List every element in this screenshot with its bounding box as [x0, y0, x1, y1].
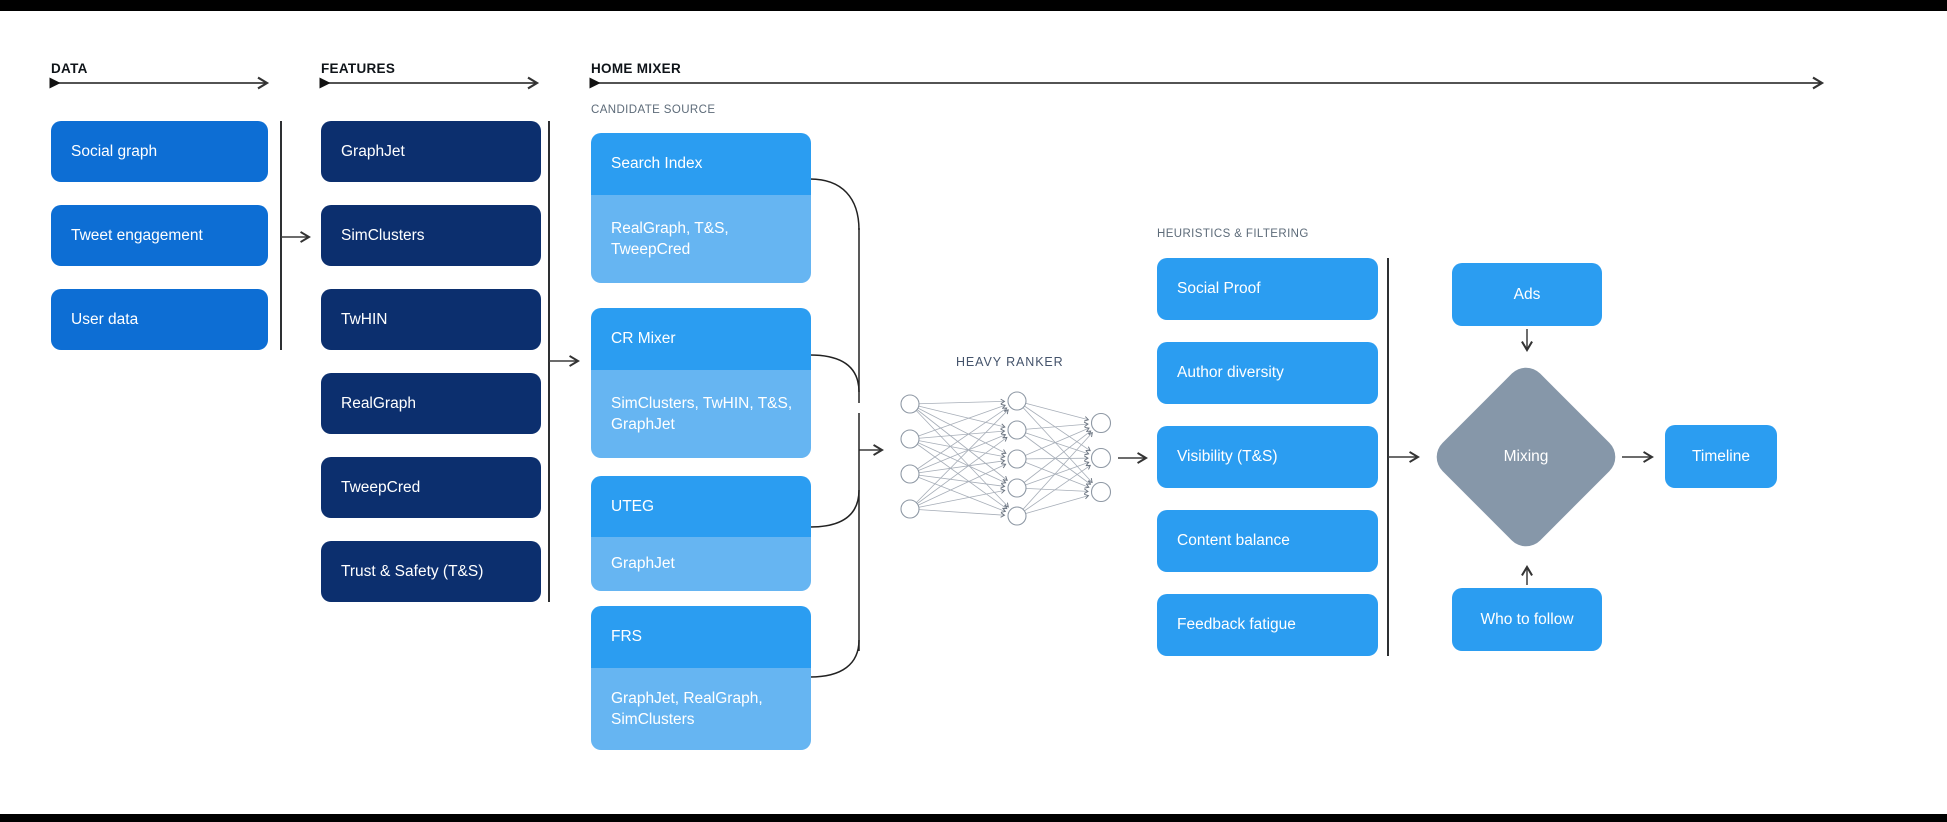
- box-label: Visibility (T&S): [1177, 448, 1278, 465]
- candidate-uses: GraphJet, RealGraph, SimClusters: [611, 689, 763, 728]
- feature-box-trust-safety: Trust & Safety (T&S): [321, 541, 541, 602]
- box-label: GraphJet: [341, 142, 405, 160]
- feature-box-simclusters: SimClusters: [321, 205, 541, 266]
- heuristic-box-visibility: Visibility (T&S): [1157, 426, 1378, 488]
- box-label: Tweet engagement: [71, 226, 203, 244]
- candidate-header: Search Index: [591, 133, 811, 195]
- candidate-sub: RealGraph, T&S, TweepCred: [591, 195, 811, 283]
- data-box-user-data: User data: [51, 289, 268, 350]
- data-box-social-graph: Social graph: [51, 121, 268, 182]
- box-label: Mixing: [1503, 448, 1549, 465]
- box-label: Trust & Safety (T&S): [341, 562, 484, 580]
- heuristic-box-social-proof: Social Proof: [1157, 258, 1378, 320]
- box-label: Ads: [1513, 285, 1541, 303]
- heuristic-box-content-balance: Content balance: [1157, 510, 1378, 572]
- bottom-black-bar: [0, 814, 1947, 822]
- box-label: TwHIN: [341, 310, 388, 328]
- ads-box: Ads: [1452, 263, 1602, 326]
- box-label: User data: [71, 310, 139, 328]
- feature-box-realgraph: RealGraph: [321, 373, 541, 434]
- candidate-name: CR Mixer: [611, 330, 676, 347]
- box-label: Who to follow: [1480, 610, 1574, 628]
- heuristic-box-feedback-fatigue: Feedback fatigue: [1157, 594, 1378, 656]
- heavy-ranker-label: HEAVY RANKER: [956, 355, 1064, 369]
- frs-connector: [809, 639, 860, 678]
- candidate-group-cr-mixer: CR Mixer SimClusters, TwHIN, T&S, GraphJ…: [591, 308, 811, 458]
- mixing-diamond: Mixing: [1428, 359, 1624, 555]
- uteg-connector: [809, 489, 860, 528]
- feature-box-graphjet: GraphJet: [321, 121, 541, 182]
- box-label: RealGraph: [341, 394, 416, 412]
- candidate-group-frs: FRS GraphJet, RealGraph, SimClusters: [591, 606, 811, 750]
- candidate-header: FRS: [591, 606, 811, 668]
- who-to-follow-box: Who to follow: [1452, 588, 1602, 651]
- candidate-header: CR Mixer: [591, 308, 811, 370]
- box-label: Author diversity: [1177, 364, 1284, 381]
- box-label: Social graph: [71, 142, 158, 160]
- box-label: TweepCred: [341, 478, 421, 496]
- heavy-ranker-network: [900, 391, 1112, 526]
- candidate-group-search-index: Search Index RealGraph, T&S, TweepCred: [591, 133, 811, 283]
- candidate-header: UTEG: [591, 476, 811, 537]
- heuristic-box-author-diversity: Author diversity: [1157, 342, 1378, 404]
- box-label: Social Proof: [1177, 280, 1261, 297]
- data-column-header: DATA: [51, 61, 88, 76]
- candidate-name: FRS: [611, 628, 642, 645]
- candidate-group-uteg: UTEG GraphJet: [591, 476, 811, 591]
- feature-box-twhin: TwHIN: [321, 289, 541, 350]
- box-label: Timeline: [1692, 447, 1750, 465]
- box-label: Feedback fatigue: [1177, 616, 1296, 633]
- candidate-uses: GraphJet: [611, 555, 675, 573]
- cr-mixer-connector: [809, 354, 860, 393]
- features-column-header: FEATURES: [321, 61, 396, 76]
- feature-box-tweepcred: TweepCred: [321, 457, 541, 518]
- data-box-tweet-engagement: Tweet engagement: [51, 205, 268, 266]
- candidate-sub: GraphJet: [591, 537, 811, 591]
- search-index-connector: [809, 178, 860, 231]
- heuristics-filtering-label: HEURISTICS & FILTERING: [1157, 228, 1309, 240]
- candidate-uses: SimClusters, TwHIN, T&S, GraphJet: [611, 394, 793, 433]
- candidate-name: Search Index: [611, 155, 703, 172]
- timeline-box: Timeline: [1665, 425, 1777, 488]
- top-black-bar: [0, 0, 1947, 11]
- candidate-sub: SimClusters, TwHIN, T&S, GraphJet: [591, 370, 811, 458]
- candidate-source-label: CANDIDATE SOURCE: [591, 104, 716, 116]
- home-mixer-column-header: HOME MIXER: [591, 61, 682, 76]
- box-label: Content balance: [1177, 532, 1290, 549]
- candidate-uses: RealGraph, T&S, TweepCred: [611, 219, 729, 258]
- candidate-sub: GraphJet, RealGraph, SimClusters: [591, 668, 811, 750]
- box-label: SimClusters: [341, 226, 425, 244]
- candidate-name: UTEG: [611, 497, 655, 515]
